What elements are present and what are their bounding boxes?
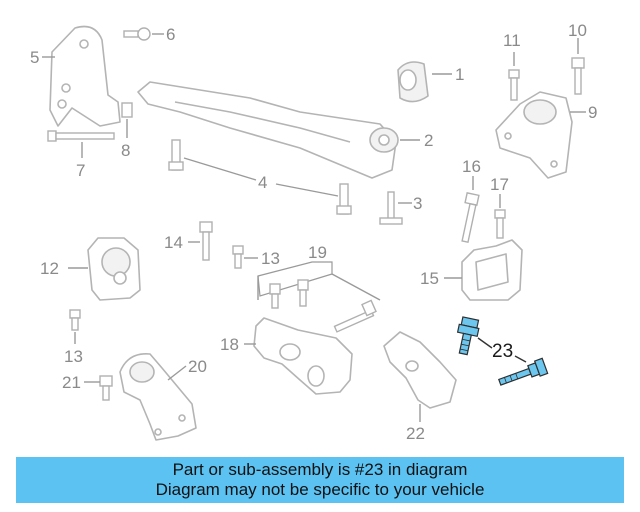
callout-22: 22 [406,424,425,443]
callout-8: 8 [121,141,130,160]
part-6-bolt [123,27,164,41]
callout-3: 3 [413,194,422,213]
banner-line-1: Part or sub-assembly is #23 in diagram [172,460,468,479]
callout-18: 18 [220,335,239,354]
callout-20: 20 [188,357,207,376]
part-15-mount [444,239,523,301]
part-10-bolt [571,38,585,95]
part-3-stud [379,191,412,225]
part-1-mount [397,61,452,103]
part-13-bolt-lower [69,309,81,344]
callout-11: 11 [503,31,521,50]
callout-16: 16 [462,157,481,176]
part-22-bracket [383,331,457,422]
callout-4: 4 [258,173,267,192]
callout-12: 12 [40,259,59,278]
part-23-bolt-upper [456,316,480,356]
part-23-bolt-lower [498,357,549,386]
callout-23: 23 [492,341,513,362]
part-20-mount [119,353,197,441]
parts-diagram: 5 6 7 8 2 1 4 [30,21,597,443]
callout-13-upper: 13 [261,249,280,268]
part-2-crossmember [137,81,420,179]
callout-17: 17 [490,175,509,194]
callout-14: 14 [164,233,183,252]
part-19-bolt-set [257,261,381,333]
part-23-bolts [456,316,549,386]
part-4-bolts [168,139,352,215]
callout-5: 5 [30,48,39,67]
part-14-bolt [188,221,213,261]
part-16-bolt [461,176,480,244]
part-13-bolt-upper [232,245,258,269]
part-5-bracket [42,25,121,127]
part-12-mount [68,237,141,301]
callout-9: 9 [588,103,597,122]
callout-7: 7 [76,161,85,180]
callout-2: 2 [424,131,433,150]
part-18-bracket [244,317,353,395]
part-11-bolt [508,52,520,101]
part-8-nut [121,102,133,138]
callout-13-lower: 13 [64,347,83,366]
callout-21: 21 [62,373,81,392]
part-9-mount [495,91,586,179]
callout-6: 6 [166,25,175,44]
part-7-bolt [47,130,115,158]
callout-10: 10 [568,21,587,40]
banner-line-2: Diagram may not be specific to your vehi… [155,480,485,499]
callout-1: 1 [455,65,464,84]
callout-19: 19 [308,243,327,262]
part-21-bolt [84,375,113,401]
info-banner: Part or sub-assembly is #23 in diagram D… [16,457,624,503]
callout-15: 15 [420,269,439,288]
part-17-bolt [494,194,506,239]
